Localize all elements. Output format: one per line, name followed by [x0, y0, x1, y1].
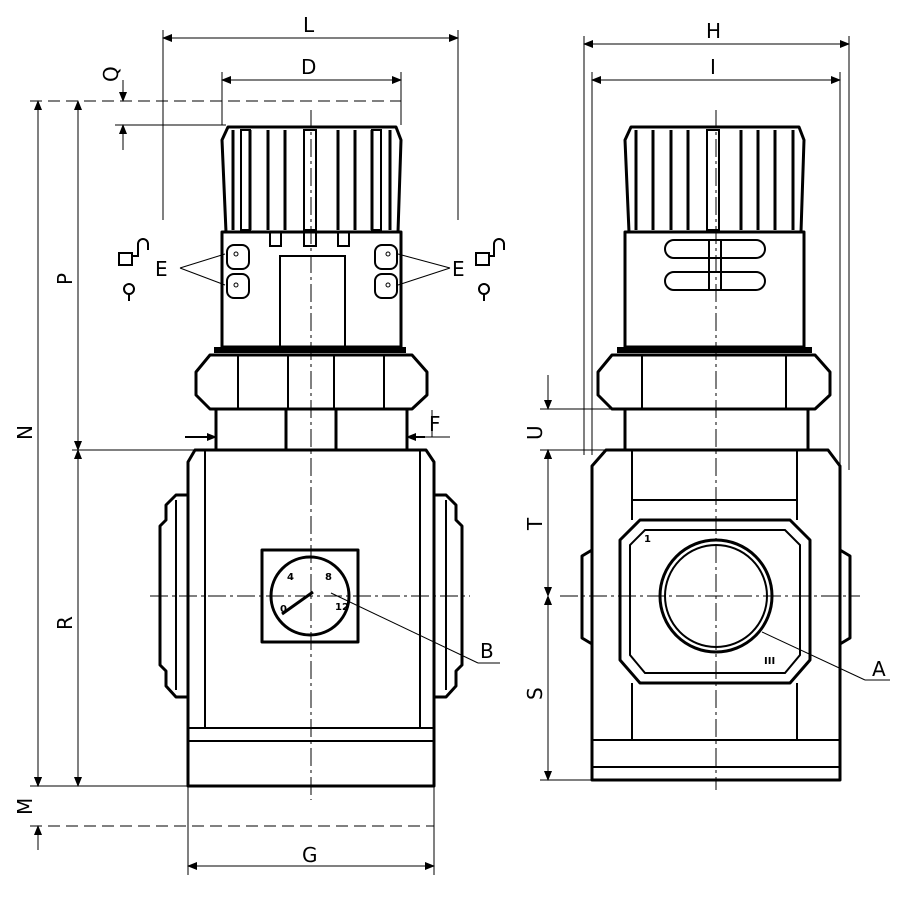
side-view: 1 III: [560, 110, 860, 790]
gauge-tick-12: 12: [335, 602, 349, 613]
dim-label-q: Q: [99, 66, 123, 82]
dim-label-r: R: [53, 616, 77, 630]
gauge-tick-8: 8: [325, 572, 332, 583]
regulator-body: [580, 448, 852, 782]
lock-icon: [475, 238, 505, 301]
port-in-label: 1: [644, 534, 651, 545]
gauge-tick-4: 4: [287, 572, 294, 583]
dim-label-d: D: [301, 55, 316, 79]
neck: [623, 409, 810, 450]
dimension-lines-left: [30, 30, 500, 875]
neck: [214, 409, 409, 450]
gauge-tick-0: 0: [280, 604, 287, 615]
dim-label-n: N: [13, 425, 37, 440]
dim-label-h: H: [706, 19, 721, 43]
dim-label-e-left: E: [155, 257, 168, 281]
dim-label-m: M: [13, 798, 37, 815]
hex-nut: [596, 353, 832, 411]
dim-label-u: U: [523, 425, 547, 440]
dim-label-e-right: E: [452, 257, 465, 281]
dim-label-f: F: [429, 412, 441, 436]
dim-label-s: S: [523, 687, 547, 700]
bonnet: [617, 230, 812, 353]
dimension-lines-right: [540, 36, 890, 781]
dim-label-b: B: [480, 639, 494, 663]
dim-label-l: L: [303, 13, 315, 37]
dim-label-g: G: [302, 843, 318, 867]
port-out-label: III: [764, 656, 775, 667]
dim-label-i: I: [710, 55, 716, 79]
dim-label-p: P: [53, 273, 77, 285]
lock-icon: [118, 238, 149, 301]
adjustment-knob: [220, 125, 403, 234]
hex-nut: [194, 353, 429, 411]
adjustment-knob: [623, 125, 806, 234]
port-opening: 1 III: [644, 534, 775, 667]
dim-label-a: A: [872, 657, 886, 681]
dim-label-t: T: [523, 517, 547, 531]
bonnet: [214, 230, 406, 353]
front-view: 4 8 0 12: [118, 110, 505, 800]
